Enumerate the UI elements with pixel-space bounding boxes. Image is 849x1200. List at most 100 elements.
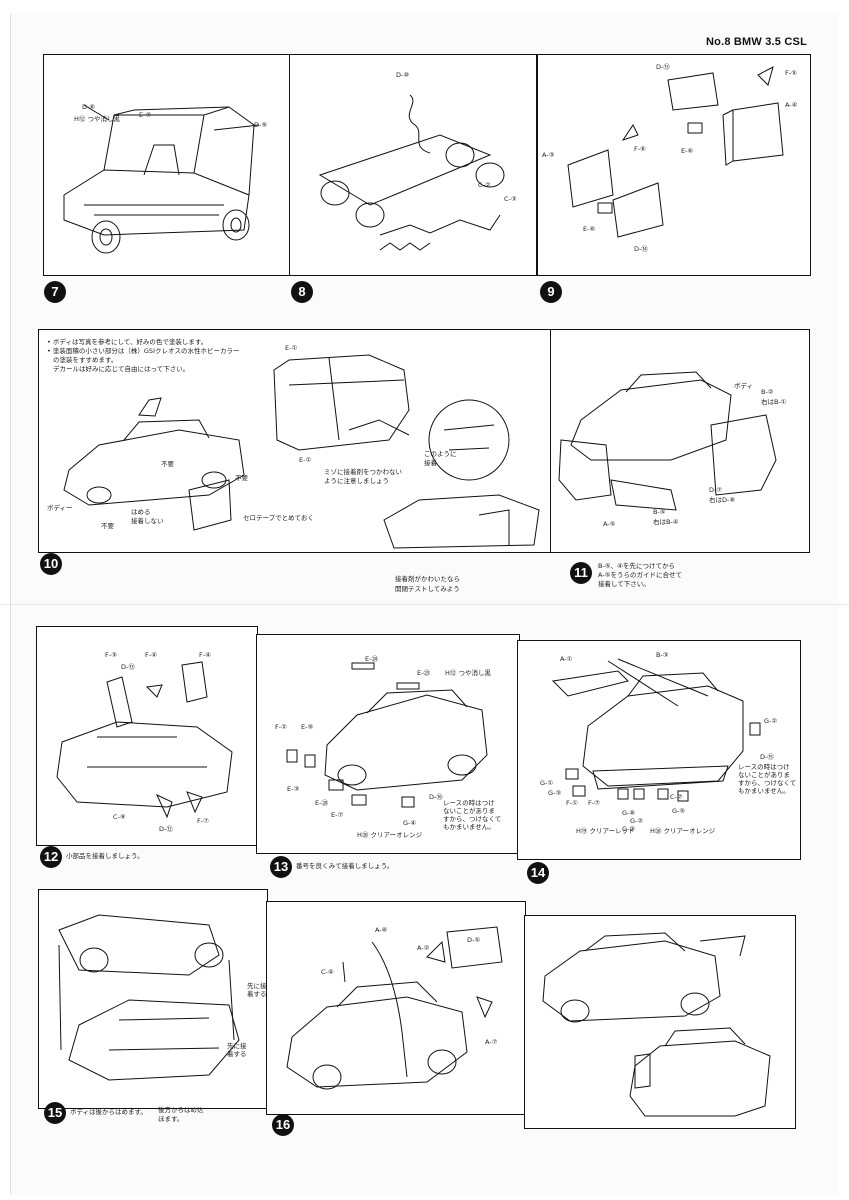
step-number-12: 12: [40, 846, 62, 868]
label-f5: F-⑤: [785, 69, 797, 77]
label-e1-bottom: E-①: [299, 456, 312, 464]
label-after-dry: 接着剤がかわいたなら: [395, 575, 460, 583]
step-number-16: 16: [272, 1114, 294, 1136]
label-a7: A-⑦: [485, 1038, 498, 1046]
label-fit: はめる: [131, 508, 151, 516]
label-unneeded-2: 不要: [235, 474, 248, 482]
step-15-note-1: ボディは後からはめます。: [70, 1108, 147, 1116]
label-unneeded-3: 不要: [101, 522, 114, 530]
label-race-note-2: ないことがありま: [443, 807, 495, 815]
label-right-b4: 右はB-④: [653, 518, 679, 526]
label-e23: E-㉓: [417, 669, 430, 677]
label-e20: E-⑳: [315, 799, 328, 807]
label-glue-first-3: 先に接: [227, 1042, 247, 1050]
label-c4: C-④: [321, 968, 334, 976]
label-e24: E-㉔: [365, 655, 378, 663]
label-glue: 接着: [424, 459, 437, 467]
label-b5: B-⑤: [653, 508, 666, 516]
label-e3: E-③: [287, 785, 300, 793]
label-f6: F-⑥: [634, 145, 646, 153]
label-g4: G-④: [403, 819, 417, 827]
step-8-panel: D-⑩ C-② C-③: [289, 54, 537, 276]
model-title: No.8 BMW 3.5 CSL: [706, 36, 807, 48]
sheet-fold-line: [0, 604, 849, 605]
label-d16: D-⑯: [429, 793, 443, 801]
label-d13-12: D-⑬: [121, 663, 135, 671]
step-9-panel: D-⑬ F-⑤ A-④ E-⑥ A-③ F-⑥ E-⑥ D-⑭: [537, 54, 811, 276]
label-race-14-1: レースの時はつけ: [738, 763, 790, 771]
label-h12-13: H⑫ つや消し黒: [445, 669, 491, 677]
step-10-panel: • ボディは写真を参考にして、好みの色で塗装します。 • 塗装面積の小さい部分は…: [38, 329, 552, 593]
label-groove-warning-2: ように注意しましょう: [324, 477, 389, 485]
label-g1: G-①: [540, 779, 554, 787]
step-12-illustration: [56, 661, 233, 819]
step-number-15: 15: [44, 1102, 66, 1124]
step-11-illustration: [558, 371, 777, 511]
label-d5: D-⑤: [467, 936, 481, 944]
label-race-note-4: もかまいません。: [443, 823, 495, 831]
step-13-panel: E-㉔ E-㉓ H⑫ つや消し黒 F-② E-⑨ E-③ E-⑳ E-⑦ D-⑯…: [256, 634, 520, 854]
label-race-note-1: レースの時はつけ: [443, 799, 495, 807]
label-body-11: ボディ: [734, 382, 754, 390]
step-15-panel: 先に接 着する 先に接 着する: [38, 889, 268, 1109]
label-groove-warning-1: ミゾに接着剤をつかわない: [324, 468, 402, 476]
step-15-note-3: ほます。: [158, 1115, 184, 1123]
label-a5: A-⑤: [603, 520, 616, 528]
label-d15: D-⑮: [760, 753, 774, 761]
label-unneeded-1: 不要: [161, 460, 174, 468]
label-e7: E-⑦: [139, 111, 152, 119]
step-11-note-3: 接着して下さい。: [598, 580, 650, 588]
label-f2: F-②: [275, 723, 287, 731]
step-12-note: 小部品を接着しましょう。: [66, 852, 144, 860]
step-10-note-1: • ボディは写真を参考にして、好みの色で塗装します。: [47, 338, 208, 346]
label-e1-top: E-①: [285, 344, 298, 352]
step-10-illustration: [63, 354, 540, 549]
step-number-14: 14: [527, 862, 549, 884]
label-body: ボディー: [47, 504, 73, 512]
label-race-14-2: ないことがありま: [738, 771, 790, 779]
label-g2-mid: G-②: [622, 825, 636, 833]
step-13-illustration: [286, 662, 488, 808]
label-f7-14: F-⑦: [588, 799, 600, 807]
label-f3: F-③: [105, 651, 117, 659]
step-11-panel: ボディ B-② 右はB-① D-⑦ 右はD-⑧ B-⑤ 右はB-④ A-⑤: [550, 329, 810, 553]
label-open-test: 開閉テストしてみよう: [395, 585, 460, 593]
step-number-8: 8: [291, 281, 313, 303]
label-d7: D-⑦: [709, 486, 723, 494]
label-d10: D-⑩: [396, 71, 410, 79]
label-a4: A-④: [785, 101, 798, 109]
label-h20-14: H⑳ クリアーオレンジ: [650, 827, 716, 835]
label-f1: F-①: [566, 799, 578, 807]
label-g8: G-⑧: [622, 809, 636, 817]
label-glue-first-4: 着する: [227, 1050, 247, 1058]
step-11-note-2: A-⑤をうらのガイドに合せて: [598, 571, 682, 579]
label-e6-bottom: E-⑥: [583, 225, 596, 233]
label-glue-first-2: 着する: [247, 990, 267, 998]
label-g3: G-③: [548, 789, 562, 797]
label-like-this: このように: [424, 450, 457, 458]
label-e9: E-⑨: [301, 723, 314, 731]
step-13-note: 番号を良くみて接着しましょう。: [296, 862, 394, 870]
label-c7: C-⑦: [670, 793, 683, 801]
label-g5: G-⑤: [672, 807, 686, 815]
step-8-illustration: [318, 94, 505, 251]
step-11-note-1: B-⑤、④を先につけてから: [598, 562, 675, 570]
step-number-13: 13: [270, 856, 292, 878]
step-number-10: 10: [40, 553, 62, 575]
step-7-illustration: [63, 104, 260, 254]
label-d13: D-⑬: [656, 63, 670, 71]
label-right-b1: 右はB-①: [761, 398, 787, 406]
label-f4-b: F-④: [199, 651, 211, 659]
label-cellotape: セロテープでとめておく: [243, 514, 314, 522]
step-number-11: 11: [570, 562, 592, 584]
step-12-panel: F-③ D-⑬ F-④ F-④ C-⑨ D-⑫ F-⑦: [36, 626, 258, 846]
label-glue-first-1: 先に接: [247, 982, 267, 990]
label-c2: C-②: [478, 181, 491, 189]
step-number-7: 7: [44, 281, 66, 303]
label-g2-right: G-②: [764, 717, 778, 725]
step-14-illustration: [551, 658, 761, 802]
label-h19: H⑲ クリアーレッド: [576, 827, 635, 835]
step-14-panel: A-① B-③ G-② D-⑮ レースの時はつけ ないことがありま すから、つけ…: [517, 640, 801, 860]
label-a2: A-②: [417, 944, 430, 952]
step-10-note-3: の塗装をすすめます。: [53, 356, 118, 364]
